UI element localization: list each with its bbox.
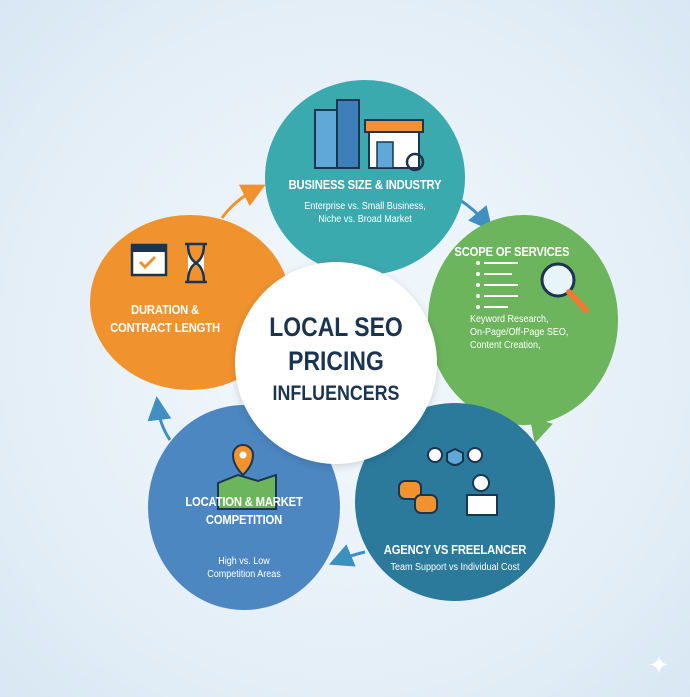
sparkle-icon: ✦ xyxy=(648,650,670,680)
node-title: BUSINESS SIZE & INDUSTRY xyxy=(288,178,442,192)
arrow-darkblue-to-blue xyxy=(328,544,366,567)
node-business-size: BUSINESS SIZE & INDUSTRY Enterprise vs. … xyxy=(265,80,465,275)
map-pin-icon xyxy=(217,443,277,510)
node-subtitle-1: Enterprise vs. Small Business, xyxy=(304,201,426,212)
node-subtitle-1: Keyword Research, xyxy=(470,314,549,325)
node-title: AGENCY VS FREELANCER xyxy=(383,543,527,557)
node-title-line-2: CONTRACT LENGTH xyxy=(110,321,220,335)
center-title-line-2: PRICING xyxy=(288,346,384,376)
calendar-hourglass-icon xyxy=(130,242,207,284)
center-hub: LOCAL SEO PRICING INFLUENCERS xyxy=(235,262,437,464)
node-subtitle-3: Content Creation, xyxy=(470,340,541,351)
node-title-line-2: COMPETITION xyxy=(205,513,283,527)
node-subtitle-2: On-Page/Off-Page SEO, xyxy=(470,327,569,338)
node-title: SCOPE OF SERVICES xyxy=(454,245,570,259)
node-subtitle-1: High vs. Low xyxy=(218,556,270,567)
node-scope-of-services: SCOPE OF SERVICES Keyword Research, On-P… xyxy=(428,215,618,425)
center-title-line-1: LOCAL SEO xyxy=(269,312,403,342)
node-subtitle-2: Niche vs. Broad Market xyxy=(318,214,412,225)
node-title-line-1: DURATION & xyxy=(130,303,199,317)
center-title-line-3: INFLUENCERS xyxy=(272,382,400,405)
arrow-blue-to-orange xyxy=(147,396,172,441)
node-title-line-1: LOCATION & MARKET xyxy=(185,495,303,509)
building-store-icon xyxy=(314,99,425,172)
arrow-orange-to-teal xyxy=(220,184,266,219)
node-subtitle-1: Team Support vs Individual Cost xyxy=(390,562,520,573)
node-subtitle-2: Competition Areas xyxy=(207,569,281,580)
checklist-magnifier-icon xyxy=(476,261,589,313)
team-freelancer-icon xyxy=(398,447,498,516)
arrow-teal-to-green xyxy=(459,198,493,232)
